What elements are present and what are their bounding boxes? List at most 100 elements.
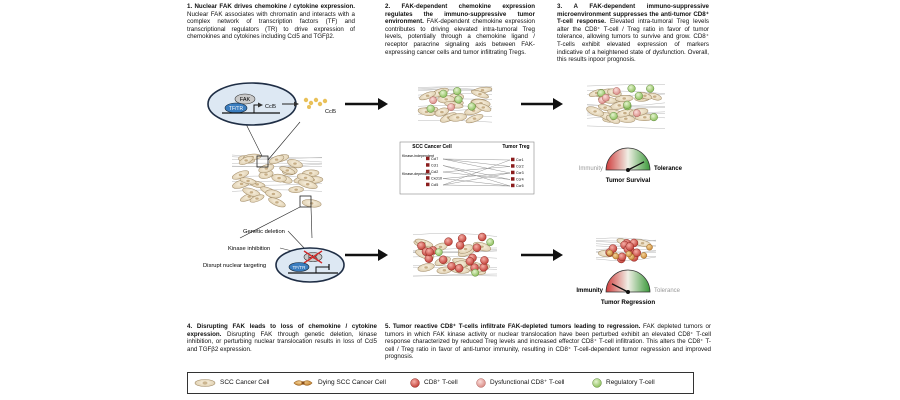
tf-protein (288, 262, 310, 272)
gauge-tumor-survival: Immunity Tolerance Tumor Survival (579, 147, 683, 184)
panel-3-title: 3. A FAK-dependent immuno-suppressive mi… (557, 3, 709, 26)
tumor-cluster-treg (417, 86, 493, 124)
receptor-node (511, 183, 515, 188)
receptor-node (511, 157, 515, 162)
panel-2-body: FAK-dependent chemokine expression contr… (385, 18, 535, 56)
dying-cell-icon (293, 380, 313, 386)
tumor-cluster-center (231, 153, 324, 208)
dysfunctional-cd8-t-cell (633, 109, 641, 118)
regulatory-t-cell (471, 268, 480, 277)
dysfunctional-cd8-t-cell (601, 93, 610, 102)
gauge-left-label: Immunity (576, 288, 603, 294)
legend-item-cd8-t-cell: CD8⁺ T-cell (410, 378, 458, 388)
cd8-t-cell-icon (410, 378, 420, 388)
panel-1-title: 1. Nuclear FAK drives chemokine / cytoki… (187, 3, 355, 10)
chemokine-node (426, 156, 430, 161)
dysfunctional-cd8-t-cell (447, 103, 455, 111)
chemokine-label: Cxcl10 (431, 177, 442, 181)
disruption-kinase-inhibition: Kinase inhibition (228, 246, 270, 252)
tumor-cluster-infiltrated (412, 232, 498, 277)
tf-label: TF/TR (292, 265, 306, 270)
panel-5-text: 5. Tumor reactive CD8⁺ T-cells infiltrat… (385, 323, 711, 361)
process-arrow (345, 249, 388, 261)
regulatory-t-cell (434, 248, 443, 257)
regulatory-t-cell (439, 89, 448, 98)
regulatory-t-cell (467, 102, 476, 111)
panel-4-title: 4. Disrupting FAK leads to loss of chemo… (187, 323, 377, 338)
chemokine-node (426, 182, 430, 187)
chemokine-label: Ccl5 (431, 183, 438, 187)
panel-1-text: 1. Nuclear FAK drives chemokine / cytoki… (187, 3, 355, 41)
gauge-needle (627, 161, 645, 171)
dying-scc-cancer-cell (646, 243, 653, 251)
dysfunctional-cd8-icon (476, 378, 486, 388)
legend-item-dysfunctional-cd8: Dysfunctional CD8⁺ T-cell (476, 378, 564, 388)
receptor-label: Ccr3 (516, 171, 524, 175)
cd8-t-cell (454, 264, 464, 273)
receptor-node (511, 170, 515, 175)
cd8-t-cell (455, 241, 465, 250)
legend-item-dying-scc-cancer-cell: Dying SCC Cancer Cell (292, 378, 386, 388)
panel-3-body: Elevated intra-tumoral Treg levels alter… (557, 18, 709, 64)
receptor-label: Ccr1 (516, 158, 524, 162)
panel-5-body: FAK depleted tumors or tumors in which F… (385, 323, 711, 361)
cd8-t-cell (479, 263, 488, 272)
regulatory-t-cell (627, 84, 636, 93)
cd8-t-cell (465, 257, 475, 266)
legend: SCC Cancer Cell Dying SCC Cancer Cell CD… (187, 372, 694, 394)
panel-5-title: 5. Tumor reactive CD8⁺ T-cells infiltrat… (385, 323, 641, 330)
cd8-t-cell (477, 232, 487, 242)
regulatory-t-cell (649, 113, 658, 122)
gauge-caption: Tumor Regression (601, 299, 655, 306)
cd8-t-cell (425, 247, 434, 257)
network-right-header: Tumor Treg (502, 144, 529, 150)
chemokine-node (426, 169, 430, 174)
disruption-cross (303, 250, 323, 264)
panel-4-body: Disrupting FAK through genetic deletion,… (187, 330, 377, 353)
legend-item-regulatory-t-cell: Regulatory T-cell (592, 378, 655, 388)
dysfunctional-cd8-t-cell (612, 87, 621, 95)
dying-scc-cancer-cell (640, 252, 648, 259)
regulatory-t-cell (454, 95, 463, 104)
zoom-line (239, 206, 301, 239)
receptor-node (511, 177, 515, 181)
tumor-cluster-regressing (595, 237, 657, 264)
gauge-right-label: Tolerance (654, 166, 683, 172)
fak-protein (234, 93, 256, 105)
regulatory-t-cell (623, 100, 632, 109)
tf-label: TF/TR (229, 106, 244, 112)
gauge-caption: Tumor Survival (606, 177, 651, 184)
cd8-t-cell (444, 237, 453, 246)
cd8-t-cell (617, 252, 627, 262)
chemokine-network: SCC Cancer Cell Tumor Treg Kinase-indepe… (399, 141, 535, 195)
process-arrow (345, 98, 388, 110)
network-group-independent: Kinase-independent (402, 154, 434, 158)
disruption-genetic-deletion: Genetic deletion (243, 229, 285, 235)
legend-item-scc-cancer-cell: SCC Cancer Cell (194, 378, 270, 388)
process-arrow (521, 249, 563, 261)
gene-label: Ccl5 (265, 104, 276, 110)
legend-label: SCC Cancer Cell (220, 379, 270, 386)
ccl5-secreted: Ccl5 (303, 97, 336, 115)
cd8-t-cell (472, 243, 482, 252)
chemokine-label: Ccl1 (431, 164, 438, 168)
cd8-t-cell (417, 241, 426, 251)
legend-label: Dying SCC Cancer Cell (318, 379, 386, 386)
panel-2-title: 2. FAK-dependent chemokine expression re… (385, 3, 535, 26)
zoom-line (244, 121, 263, 157)
regulatory-t-cell (646, 84, 655, 93)
fak-label: FAK (240, 97, 251, 103)
cd8-t-cell (438, 255, 448, 265)
tumor-cluster-tolerant (586, 84, 666, 130)
network-group-dependent: Kinase-dependent (402, 172, 431, 176)
regulatory-t-cell (609, 111, 618, 121)
legend-label: Dysfunctional CD8⁺ T-cell (490, 379, 565, 386)
cd8-t-cell (632, 248, 642, 258)
panel-3-text: 3. A FAK-dependent immuno-suppressive mi… (557, 3, 709, 64)
zoom-line (310, 206, 313, 239)
regulatory-t-cell (453, 87, 462, 96)
dying-scc-cancer-cell (612, 252, 619, 260)
chemokine-label: Ccl7 (431, 157, 438, 161)
gauge-tumor-regression: Immunity Tolerance Tumor Regression (576, 269, 681, 306)
